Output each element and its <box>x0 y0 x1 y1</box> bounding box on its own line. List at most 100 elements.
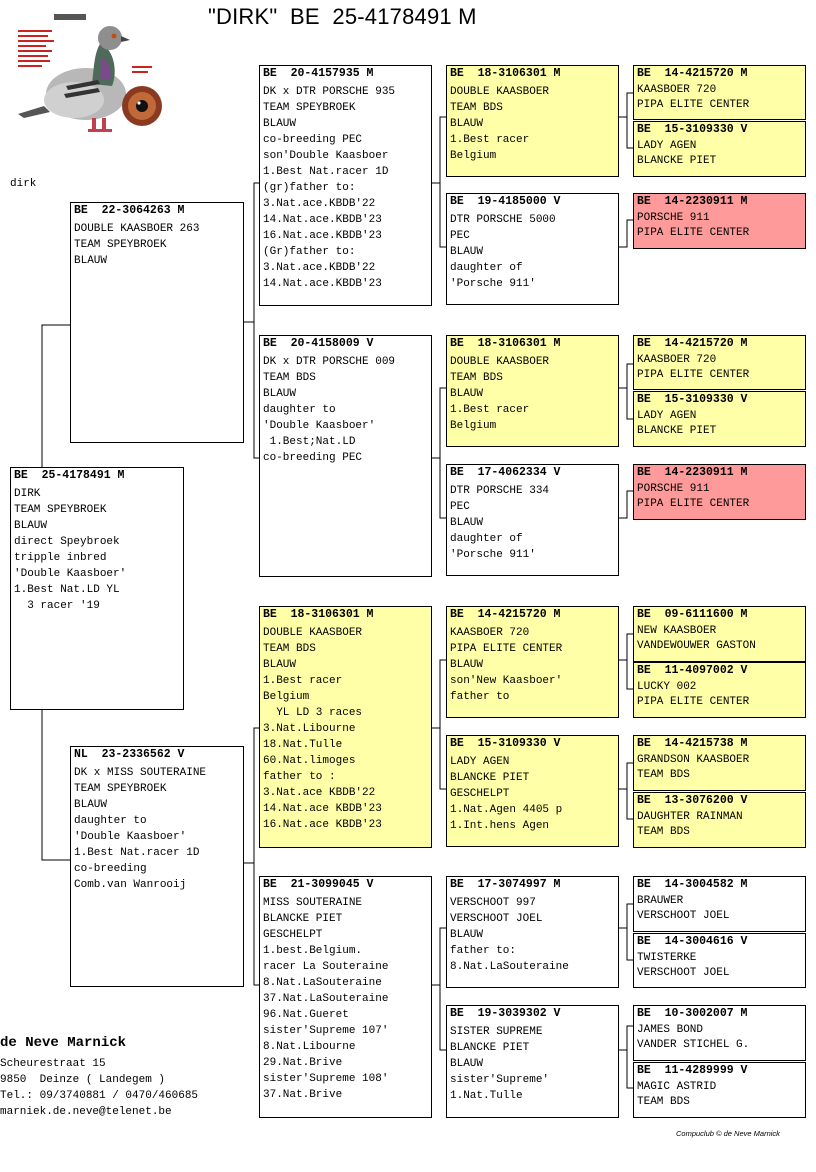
owner-email: marniek.de.neve@telenet.be <box>0 1106 172 1118</box>
pigeon-box-g9[interactable]: BE 14-4215738 M GRANDSON KAASBOER TEAM B… <box>633 735 806 791</box>
pigeon-box-dsd[interactable]: BE 15-3109330 V LADY AGEN BLANCKE PIET G… <box>446 735 619 847</box>
ring-number: BE 11-4097002 V <box>637 664 748 677</box>
pigeon-line: BLAUW <box>263 118 297 130</box>
pigeon-box-dam-dam[interactable]: BE 21-3099045 V MISS SOUTERAINE BLANCKE … <box>259 876 432 1118</box>
pigeon-line: PORSCHE 911 <box>637 483 710 495</box>
pigeon-line: 1.Int.hens Agen <box>450 820 550 832</box>
pigeon-line: 3.Nat.ace KBDB'22 <box>263 787 376 799</box>
pigeon-line: daughter to <box>74 815 147 827</box>
pigeon-line: TEAM SPEYBROEK <box>14 504 107 516</box>
pigeon-line: BRAUWER <box>637 895 684 907</box>
pigeon-line: father to <box>450 691 510 703</box>
ring-number: BE 14-4215720 M <box>637 337 748 350</box>
pigeon-line: BLAUW <box>450 246 484 258</box>
pigeon-line: GESCHELPT <box>263 929 323 941</box>
pigeon-line: 16.Nat.ace KBDB'23 <box>263 819 382 831</box>
pigeon-line: 3.Nat.ace.KBDB'22 <box>263 262 376 274</box>
pigeon-line: 37.Nat.Brive <box>263 1089 343 1101</box>
pigeon-box-g13[interactable]: BE 10-3002007 M JAMES BOND VANDER STICHE… <box>633 1005 806 1061</box>
pigeon-line: racer La Souteraine <box>263 961 389 973</box>
pigeon-line: co-breeding <box>74 863 147 875</box>
ring-number: BE 14-3004616 V <box>637 935 748 948</box>
ring-number: BE 13-3076200 V <box>637 794 748 807</box>
pigeon-box-ddd[interactable]: BE 19-3039302 V SISTER SUPREME BLANCKE P… <box>446 1005 619 1118</box>
ring-number: BE 19-4185000 V <box>450 195 561 208</box>
pigeon-box-ssd[interactable]: BE 19-4185000 V DTR PORSCHE 5000 PEC BLA… <box>446 193 619 305</box>
pigeon-line: TEAM SPEYBROEK <box>263 102 356 114</box>
ring-number: BE 14-2230911 M <box>637 466 748 479</box>
pigeon-line: 14.Nat.ace.KBDB'23 <box>263 214 382 226</box>
pigeon-line: BLAUW <box>74 255 108 267</box>
pigeon-line: DAUGHTER RAINMAN <box>637 811 743 823</box>
pigeon-line: son'Double Kaasboer <box>263 150 389 162</box>
pigeon-box-g11[interactable]: BE 14-3004582 M BRAUWER VERSCHOOT JOEL <box>633 876 806 932</box>
ring-number: BE 18-3106301 M <box>450 337 561 350</box>
pigeon-line: father to: <box>450 945 517 957</box>
pigeon-box-sds[interactable]: BE 18-3106301 M DOUBLE KAASBOER TEAM BDS… <box>446 335 619 447</box>
pigeon-line: Belgium <box>263 691 310 703</box>
pigeon-box-g12[interactable]: BE 14-3004616 V TWISTERKE VERSCHOOT JOEL <box>633 933 806 988</box>
pigeon-box-g4[interactable]: BE 14-4215720 M KAASBOER 720 PIPA ELITE … <box>633 335 806 390</box>
pigeon-box-dss[interactable]: BE 14-4215720 M KAASBOER 720 PIPA ELITE … <box>446 606 619 718</box>
ring-number: BE 14-2230911 M <box>637 195 748 208</box>
owner-city: 9850 Deinze ( Landegem ) <box>0 1074 166 1086</box>
pigeon-line: BLANCKE PIET <box>637 425 717 437</box>
pigeon-box-subject[interactable]: BE 25-4178491 M DIRK TEAM SPEYBROEK BLAU… <box>10 467 184 710</box>
pigeon-box-sdd[interactable]: BE 17-4062334 V DTR PORSCHE 334 PEC BLAU… <box>446 464 619 576</box>
pigeon-line: SISTER SUPREME <box>450 1026 543 1038</box>
pigeon-box-g10[interactable]: BE 13-3076200 V DAUGHTER RAINMAN TEAM BD… <box>633 792 806 848</box>
pigeon-line: BLANCKE PIET <box>450 1042 530 1054</box>
pigeon-line: 1.Best;Nat.LD <box>263 436 356 448</box>
owner-phone: Tel.: 09/3740881 / 0470/460685 <box>0 1090 199 1102</box>
pigeon-line: PIPA ELITE CENTER <box>637 227 750 239</box>
ring-number: BE 09-6111600 M <box>637 608 748 621</box>
pigeon-box-sss[interactable]: BE 18-3106301 M DOUBLE KAASBOER TEAM BDS… <box>446 65 619 177</box>
pigeon-box-g14[interactable]: BE 11-4289999 V MAGIC ASTRID TEAM BDS <box>633 1062 806 1118</box>
pigeon-box-dam[interactable]: NL 23-2336562 V DK x MISS SOUTERAINE TEA… <box>70 746 244 987</box>
pigeon-line: sister'Supreme 107' <box>263 1025 389 1037</box>
pigeon-line: father to : <box>263 771 336 783</box>
pigeon-line: VERSCHOOT 997 <box>450 897 536 909</box>
pigeon-line: DOUBLE KAASBOER 263 <box>74 223 200 235</box>
pigeon-line: BLAUW <box>450 517 484 529</box>
pigeon-box-dam-sire[interactable]: BE 18-3106301 M DOUBLE KAASBOER TEAM BDS… <box>259 606 432 848</box>
pigeon-line: TEAM BDS <box>450 102 503 114</box>
pigeon-line: TEAM BDS <box>637 826 690 838</box>
pigeon-line: PIPA ELITE CENTER <box>637 99 750 111</box>
ring-number: BE 14-3004582 M <box>637 878 748 891</box>
ring-number: BE 14-4215738 M <box>637 737 748 750</box>
pigeon-box-sire-dam[interactable]: BE 20-4158009 V DK x DTR PORSCHE 009 TEA… <box>259 335 432 577</box>
pigeon-line: PEC <box>450 230 470 242</box>
pigeon-line: co-breeding PEC <box>263 134 363 146</box>
pigeon-box-g6[interactable]: BE 14-2230911 M PORSCHE 911 PIPA ELITE C… <box>633 464 806 520</box>
ring-number: BE 22-3064263 M <box>74 204 185 217</box>
pigeon-line: KAASBOER 720 <box>637 354 717 366</box>
pigeon-line: 14.Nat.ace.KBDB'23 <box>263 278 382 290</box>
pigeon-box-g7[interactable]: BE 09-6111600 M NEW KAASBOER VANDEWOUWER… <box>633 606 806 662</box>
pigeon-line: sister'Supreme' <box>450 1074 550 1086</box>
pigeon-line: direct Speybroek <box>14 536 120 548</box>
pigeon-line: YL LD 3 races <box>263 707 363 719</box>
pigeon-line: 1.Best Nat.LD YL <box>14 584 120 596</box>
pigeon-box-g5[interactable]: BE 15-3109330 V LADY AGEN BLANCKE PIET <box>633 391 806 447</box>
pigeon-line: BLAUW <box>263 659 297 671</box>
ring-number: BE 15-3109330 V <box>637 393 748 406</box>
pigeon-line: PIPA ELITE CENTER <box>637 696 750 708</box>
ring-number: BE 15-3109330 V <box>450 737 561 750</box>
pigeon-line: (Gr)father to: <box>263 246 356 258</box>
pigeon-box-dds[interactable]: BE 17-3074997 M VERSCHOOT 997 VERSCHOOT … <box>446 876 619 988</box>
pigeon-line: 18.Nat.Tulle <box>263 739 343 751</box>
pigeon-box-g1[interactable]: BE 14-4215720 M KAASBOER 720 PIPA ELITE … <box>633 65 806 120</box>
ring-number: NL 23-2336562 V <box>74 748 185 761</box>
ring-number: BE 17-3074997 M <box>450 878 561 891</box>
pigeon-box-sire[interactable]: BE 22-3064263 M DOUBLE KAASBOER 263 TEAM… <box>70 202 244 443</box>
pigeon-line: 96.Nat.Gueret <box>263 1009 349 1021</box>
pigeon-line: sister'Supreme 108' <box>263 1073 389 1085</box>
pigeon-box-g2[interactable]: BE 15-3109330 V LADY AGEN BLANCKE PIET <box>633 121 806 177</box>
pigeon-line: 3.Nat.ace.KBDB'22 <box>263 198 376 210</box>
pigeon-box-sire-sire[interactable]: BE 20-4157935 M DK x DTR PORSCHE 935 TEA… <box>259 65 432 306</box>
pigeon-box-g8[interactable]: BE 11-4097002 V LUCKY 002 PIPA ELITE CEN… <box>633 662 806 718</box>
pigeon-line: 'Double Kaasboer' <box>14 568 127 580</box>
pigeon-box-g3[interactable]: BE 14-2230911 M PORSCHE 911 PIPA ELITE C… <box>633 193 806 249</box>
pigeon-line: BLANCKE PIET <box>637 155 717 167</box>
